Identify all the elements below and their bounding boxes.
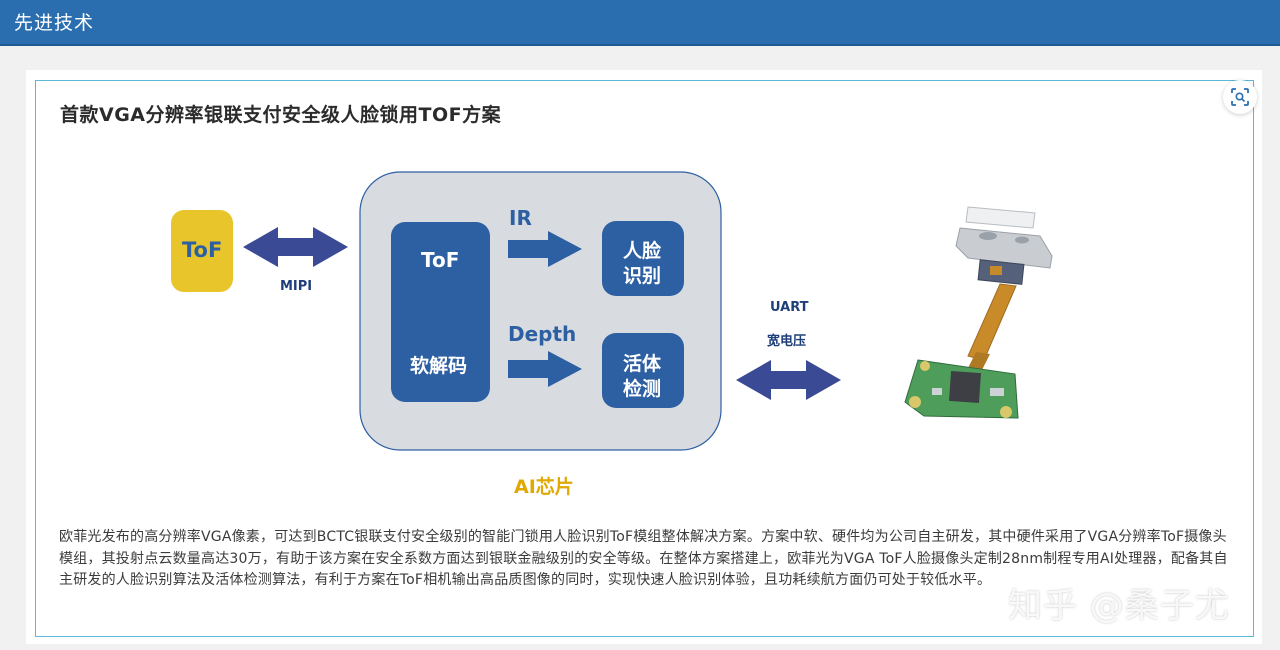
depth-arrow	[508, 351, 582, 387]
liveness-box	[602, 333, 684, 408]
card-heading: 首款VGA分辨率银联支付安全级人脸锁用TOF方案	[60, 104, 502, 126]
decoder-label-bottom: 软解码	[410, 355, 468, 377]
scan-icon	[1231, 88, 1249, 106]
ai-chip-label: AI芯片	[514, 476, 574, 498]
module-illustration	[904, 206, 1053, 419]
description-paragraph: 欧菲光发布的高分辨率VGA像素，可达到BCTC银联支付安全级别的智能门锁用人脸识…	[59, 529, 1228, 588]
liveness-label-1: 活体	[623, 353, 662, 375]
watermark: 知乎 @桑子尤	[1008, 586, 1230, 626]
mipi-arrow	[243, 227, 348, 267]
face-label-1: 人脸	[623, 240, 662, 262]
face-label-2: 识别	[623, 265, 662, 287]
uart-arrow	[736, 360, 841, 400]
depth-label: Depth	[508, 322, 577, 346]
ir-label: IR	[509, 206, 532, 230]
section-title: 先进技术	[14, 12, 95, 34]
tof-sensor-label: ToF	[182, 238, 223, 262]
top-bar: 先进技术	[0, 0, 1280, 46]
mipi-label: MIPI	[280, 279, 313, 294]
tof-sensor-box	[171, 210, 233, 292]
decoder-label-top: ToF	[421, 248, 460, 272]
face-recognition-box	[602, 221, 684, 296]
decoder-box	[391, 222, 490, 402]
liveness-label-2: 检测	[623, 378, 662, 400]
voltage-label: 宽电压	[767, 334, 807, 349]
ir-arrow	[508, 231, 582, 267]
scan-button[interactable]	[1223, 80, 1257, 114]
uart-label: UART	[770, 300, 809, 315]
